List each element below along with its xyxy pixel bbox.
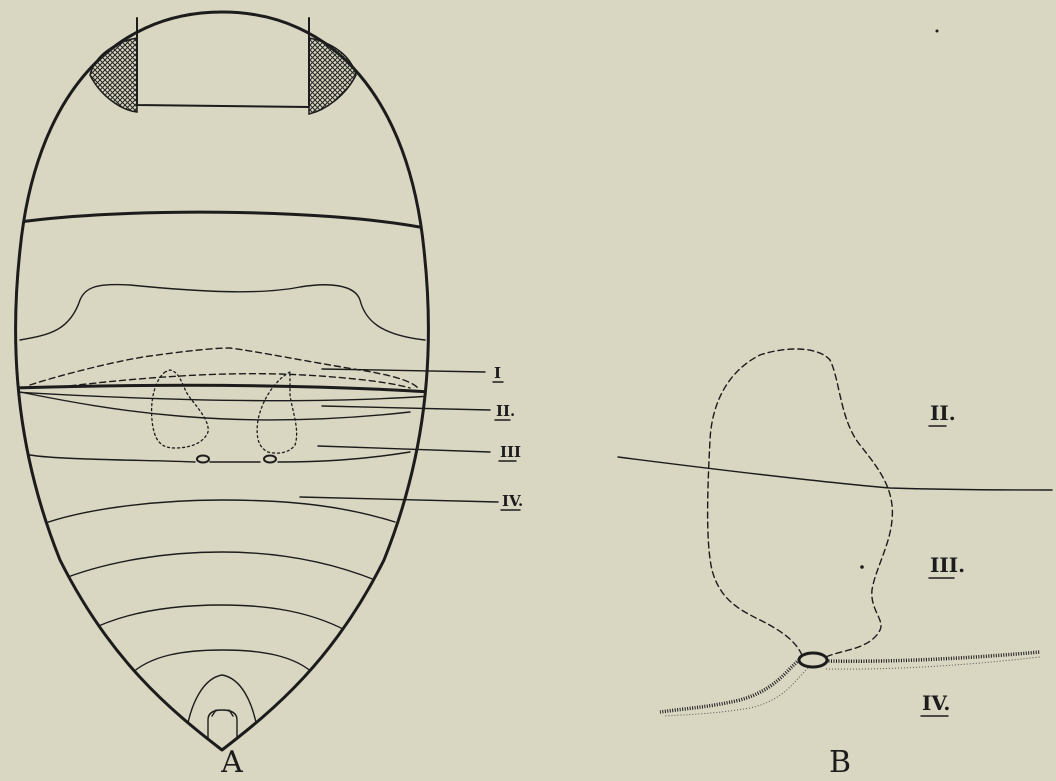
figure-b-caption: B xyxy=(829,745,851,780)
segment-line-1 xyxy=(20,212,425,228)
segment-label-II: II. xyxy=(496,402,515,420)
right-genital-opening xyxy=(264,456,276,463)
left-receptacle xyxy=(152,370,209,448)
segment-line-3 xyxy=(20,392,410,420)
genital-opening xyxy=(799,653,827,667)
cuticle-upper xyxy=(826,652,1040,661)
leader-IV xyxy=(300,497,498,502)
speck xyxy=(936,30,939,33)
left-eye xyxy=(90,38,137,112)
receptacle-outline xyxy=(708,349,893,657)
segment-line-8 xyxy=(130,650,315,675)
dashed-outline xyxy=(30,348,418,388)
cuticle-left xyxy=(660,660,799,712)
left-genital-opening xyxy=(197,456,209,463)
leader-III xyxy=(318,446,490,452)
segment-line-2b xyxy=(15,392,430,401)
figure-a-caption: A xyxy=(220,745,243,780)
pronotum-shape xyxy=(20,285,425,340)
right-receptacle xyxy=(257,372,296,453)
spot xyxy=(860,565,864,569)
leader-II xyxy=(322,406,490,410)
segment-line-5 xyxy=(40,500,395,525)
segment-line-6 xyxy=(60,552,375,580)
segment-label-IV: IV. xyxy=(502,492,523,510)
body-outline xyxy=(16,12,429,750)
head-plate xyxy=(137,18,309,107)
figure-b-detail: II. III. IV. xyxy=(618,349,1052,716)
segment-label-III: III xyxy=(500,443,521,461)
segment-label-B-IV: IV. xyxy=(922,691,950,715)
cuticle-lower xyxy=(826,657,1040,669)
segment-line-4 xyxy=(30,452,410,462)
segment-label-B-II: II. xyxy=(930,401,956,425)
figure-a-body: I II. III IV. xyxy=(15,12,523,750)
anal-plate xyxy=(208,710,237,742)
segment-line-7 xyxy=(90,605,345,630)
segment-label-I: I xyxy=(494,364,501,382)
right-eye xyxy=(309,38,356,114)
leader-I xyxy=(322,369,485,372)
segment-label-B-III: III. xyxy=(930,553,965,577)
segment-boundary-II-III xyxy=(618,457,1052,490)
cuticle-left-lower xyxy=(665,668,808,716)
segment-line-2 xyxy=(15,385,430,392)
